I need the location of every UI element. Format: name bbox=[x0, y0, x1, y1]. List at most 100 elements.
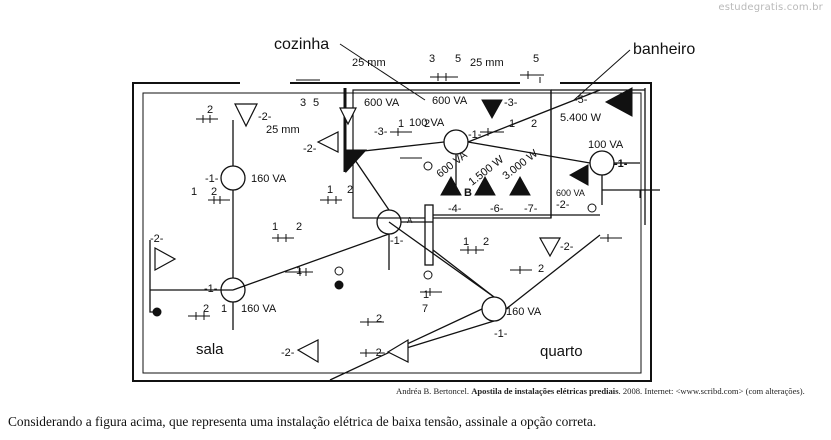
label-160va-quarto: 160 VA bbox=[506, 306, 542, 318]
circuit-c2-kitchen-left: -2- bbox=[303, 143, 317, 155]
label-160va-bottom: 160 VA bbox=[241, 303, 277, 315]
circuit-2-c: 2 bbox=[483, 236, 489, 248]
light-sala-top bbox=[220, 165, 246, 191]
room-cozinha: cozinha bbox=[274, 36, 329, 53]
circuit-1-d: 1 bbox=[423, 289, 429, 301]
circuit-c7: -7- bbox=[524, 203, 538, 215]
watermark: estudegratis.com.br bbox=[718, 2, 823, 13]
outlet-sala-bottom bbox=[296, 339, 319, 364]
outlet-kitchen-left bbox=[316, 131, 339, 153]
switch-ring-quarto bbox=[423, 270, 433, 280]
circuit-2-b: 2 bbox=[203, 303, 209, 315]
circuit-c1-quarto: -1- bbox=[494, 328, 508, 340]
outlet-bath-1 bbox=[568, 164, 589, 186]
light-kitchen bbox=[443, 129, 469, 155]
circuit-2-kitchen-b: 2 bbox=[531, 118, 537, 130]
circuit-5-right: 5 bbox=[533, 53, 539, 65]
conduit-center bbox=[354, 159, 495, 298]
label-600va-kitchen2: 600 VA bbox=[432, 95, 468, 107]
circuit-3-left: 3 bbox=[300, 97, 306, 109]
switch-ring-bath bbox=[587, 203, 597, 213]
label-5400w: 5.400 W bbox=[560, 112, 602, 124]
outlet-kitchen-3 bbox=[481, 99, 503, 120]
circuit-2-center: 2 bbox=[347, 184, 353, 196]
circuit-1-c: 1 bbox=[463, 236, 469, 248]
outlet-kitchen-top bbox=[339, 107, 357, 126]
label-600va-bath: 600 VA bbox=[556, 188, 585, 198]
circuit-1-kitchen-b: 1 bbox=[509, 118, 515, 130]
switch-ring-kitchen bbox=[423, 161, 433, 171]
circuit-c1-sala-bottom: -1- bbox=[204, 283, 218, 295]
outlet-6 bbox=[474, 175, 496, 196]
question-text: Considerando a figura acima, que represe… bbox=[8, 414, 597, 429]
circuit-c2-quarto: -2- bbox=[560, 241, 574, 253]
circuit-2-kitchen: 2 bbox=[424, 118, 430, 130]
outer-wall bbox=[132, 82, 652, 382]
circuit-c1-kitchen: -1- bbox=[468, 129, 482, 141]
outlet-sala-left bbox=[154, 246, 177, 272]
circuit-c2-left: -2- bbox=[150, 233, 164, 245]
caption-author: Andréa B. Bertoncel. bbox=[396, 386, 470, 396]
circuit-c2-sala-bottom: -2- bbox=[281, 347, 295, 359]
circuit-c3-top: -3- bbox=[504, 97, 518, 109]
circuit-c1-bath: -1- bbox=[614, 158, 628, 170]
circuit-2-quarto-b: 2 bbox=[376, 313, 382, 325]
outlet-4 bbox=[440, 175, 462, 196]
inner-wall bbox=[142, 92, 642, 374]
label-160va-top: 160 VA bbox=[251, 173, 287, 185]
circuit-1-center: 1 bbox=[327, 184, 333, 196]
conduit-sala bbox=[150, 120, 390, 330]
circuit-2-mid: 2 bbox=[296, 221, 302, 233]
label-100va-kitchen: 100 VA bbox=[409, 117, 445, 129]
label-b: B bbox=[464, 187, 472, 199]
outlet-sala-top bbox=[234, 103, 258, 128]
conduit-quarto bbox=[329, 234, 601, 381]
switch-dot-sala bbox=[152, 307, 162, 317]
electrical-floor-plan: cozinha banheiro sala quarto 25 mm 25 mm… bbox=[132, 36, 695, 382]
switchboard-icon bbox=[345, 149, 368, 174]
figure-caption: Andréa B. Bertoncel. Apostila de instala… bbox=[396, 386, 828, 396]
circuit-1-center-b: 1 bbox=[296, 265, 302, 277]
caption-title: Apostila de instalações elétricas predia… bbox=[471, 386, 619, 396]
room-quarto: quarto bbox=[540, 343, 583, 360]
room-sala: sala bbox=[196, 341, 224, 358]
circuit-c4: -4- bbox=[448, 203, 462, 215]
outlet-quarto-bottom bbox=[386, 338, 409, 363]
circuit-5-left: 5 bbox=[313, 97, 319, 109]
circuit-c2-bath: -2- bbox=[556, 199, 570, 211]
outlet-quarto-right bbox=[538, 237, 562, 258]
circuit-7: 7 bbox=[422, 303, 428, 315]
circuit-c6: -6- bbox=[490, 203, 504, 215]
corridor-wall bbox=[424, 204, 434, 266]
circuit-1-a: 1 bbox=[191, 186, 197, 198]
circuit-5-top: 5 bbox=[455, 53, 461, 65]
circuit-c1-sala-top: -1- bbox=[205, 173, 219, 185]
caption-rest: . 2008. Internet: <www.scribd.com> (com … bbox=[618, 386, 805, 396]
circuit-c5-bath: -5- bbox=[574, 94, 588, 106]
circuit-1-kitchen: 1 bbox=[398, 118, 404, 130]
room-banheiro: banheiro bbox=[633, 41, 695, 58]
label-a: A bbox=[407, 216, 413, 225]
circuit-3-top: 3 bbox=[429, 53, 435, 65]
circuit-c2-sala: -2- bbox=[258, 111, 272, 123]
circuit-c3-kitchen: -3- bbox=[374, 126, 388, 138]
conduit-kitchen bbox=[354, 89, 601, 190]
circuit-2-quarto: 2 bbox=[538, 263, 544, 275]
label-25mm-c: 25 mm bbox=[266, 124, 300, 136]
light-quarto bbox=[481, 296, 507, 322]
pointer-cozinha bbox=[339, 43, 426, 101]
circuit-c2-quarto-bottom: -2- bbox=[372, 347, 386, 359]
label-25mm-b: 25 mm bbox=[470, 57, 504, 69]
circuit-2-a: 2 bbox=[211, 186, 217, 198]
label-600va-kitchen: 600 VA bbox=[364, 97, 400, 109]
circuit-1-b: 1 bbox=[221, 303, 227, 315]
switch-dot-center bbox=[334, 280, 344, 290]
pointer-banheiro bbox=[573, 49, 631, 101]
circuit-c1-center: -1- bbox=[390, 235, 404, 247]
label-100va-bath: 100 VA bbox=[588, 139, 624, 151]
outlet-7 bbox=[509, 175, 531, 196]
circuit-1-mid: 1 bbox=[272, 221, 278, 233]
label-25mm-a: 25 mm bbox=[352, 57, 386, 69]
outlet-bath-5 bbox=[604, 87, 633, 117]
switch-ring-center bbox=[334, 266, 344, 276]
